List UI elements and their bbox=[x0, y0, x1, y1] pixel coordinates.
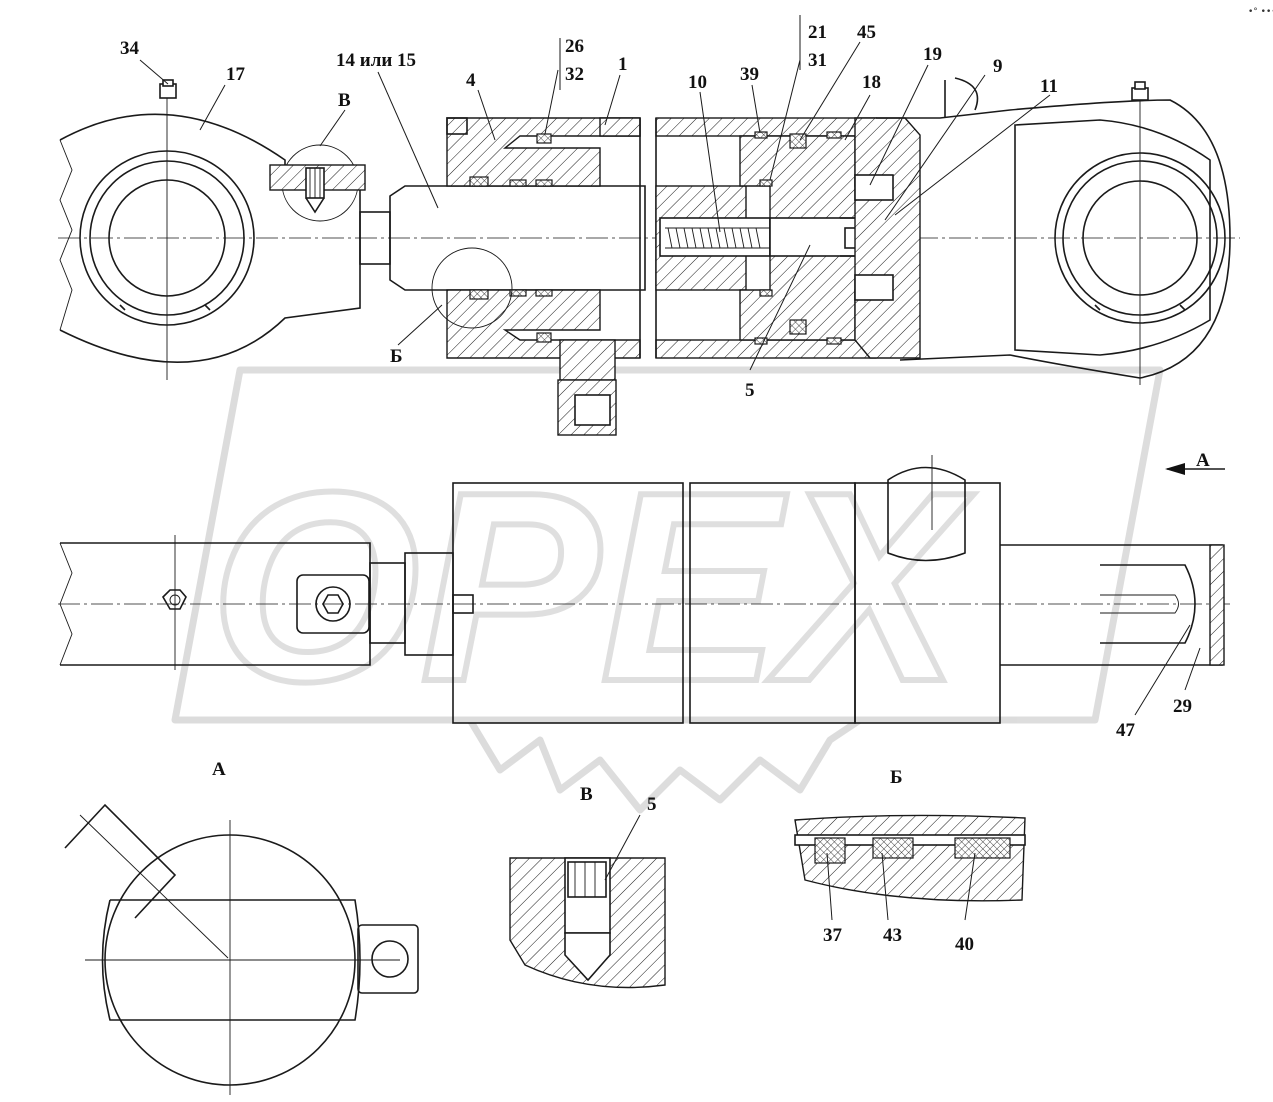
label-34: 34 bbox=[120, 38, 140, 59]
left-eye-part-17 bbox=[59, 79, 361, 380]
view-a-title: А bbox=[212, 759, 226, 780]
threaded-rod-part-10 bbox=[665, 227, 770, 249]
label-1: 1 bbox=[618, 54, 628, 75]
view-b-title: Б bbox=[890, 767, 903, 788]
view-v-title: В bbox=[580, 784, 593, 805]
view-titles: А В Б bbox=[212, 759, 903, 805]
label-40: 40 bbox=[955, 934, 974, 955]
label-32: 32 bbox=[565, 64, 584, 85]
label-31: 31 bbox=[808, 50, 827, 71]
part-labels: 34 17 14 или 15 В 26 32 4 1 10 39 21 31 … bbox=[120, 22, 1210, 741]
section-view bbox=[58, 77, 1240, 436]
side-view bbox=[58, 455, 1230, 724]
label-11: 11 bbox=[1040, 76, 1058, 97]
label-19: 19 bbox=[923, 44, 942, 65]
label-v-5: 5 bbox=[647, 794, 657, 815]
label-v-callout: В bbox=[338, 90, 351, 111]
watermark-text: OPEX bbox=[210, 437, 974, 738]
label-17: 17 bbox=[226, 64, 246, 85]
label-43: 43 bbox=[883, 925, 902, 946]
label-45: 45 bbox=[857, 22, 876, 43]
corner-mark: •° ••• bbox=[1248, 7, 1273, 17]
label-21: 21 bbox=[808, 22, 827, 43]
label-37: 37 bbox=[823, 925, 843, 946]
detail-labels: 5 37 43 40 bbox=[647, 794, 974, 955]
view-v-detail bbox=[509, 857, 666, 989]
label-4: 4 bbox=[466, 70, 476, 91]
label-10: 10 bbox=[688, 72, 707, 93]
view-b-detail bbox=[794, 814, 1026, 902]
label-39: 39 bbox=[740, 64, 759, 85]
label-14-or-15: 14 или 15 bbox=[336, 50, 416, 71]
label-b-callout: Б bbox=[390, 346, 403, 367]
label-47: 47 bbox=[1116, 720, 1136, 741]
label-26: 26 bbox=[565, 36, 584, 57]
label-9: 9 bbox=[993, 56, 1003, 77]
label-5: 5 bbox=[745, 380, 755, 401]
label-18: 18 bbox=[862, 72, 881, 93]
view-a bbox=[64, 803, 419, 1095]
leader-lines bbox=[139, 15, 1201, 921]
label-29: 29 bbox=[1173, 696, 1192, 717]
right-eye bbox=[876, 77, 1231, 385]
label-a-arrow: А bbox=[1196, 450, 1210, 471]
